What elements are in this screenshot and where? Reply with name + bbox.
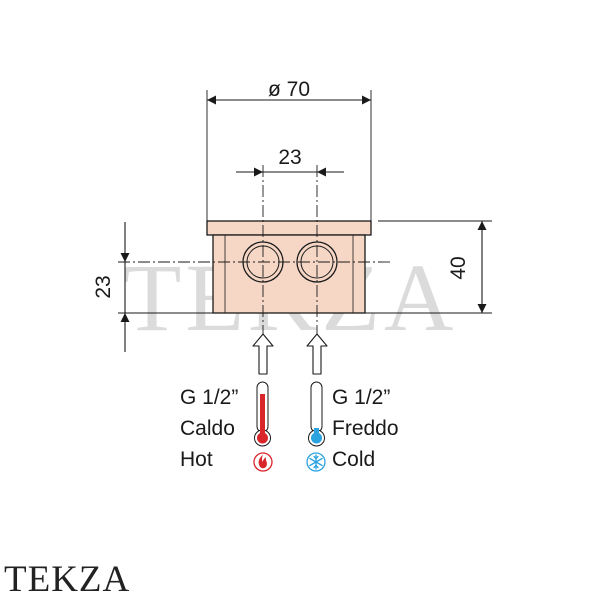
hot-size-label: G 1/2” <box>180 386 238 409</box>
center-lines <box>118 165 390 340</box>
dimension-offset: 23 <box>92 222 130 352</box>
hot-inlet-arrow <box>252 333 274 375</box>
cold-inlet-arrow <box>306 333 328 375</box>
cold-label-en: Cold <box>332 448 375 471</box>
flame-icon <box>253 452 273 472</box>
extension-lines <box>118 90 492 314</box>
hot-label-it: Caldo <box>180 417 235 440</box>
cold-label-it: Freddo <box>332 417 399 440</box>
cold-labels: G 1/2” Freddo Cold <box>332 386 399 471</box>
dimension-diameter-label: ø 70 <box>268 78 310 101</box>
hot-thermometer-icon <box>254 381 271 447</box>
dimension-height-label: 40 <box>447 256 470 279</box>
snowflake-icon <box>306 452 326 472</box>
cold-thermometer-icon <box>308 381 325 447</box>
hot-label-en: Hot <box>180 448 213 471</box>
hot-labels: G 1/2” Caldo Hot <box>180 386 238 471</box>
brand-logo-text: TEKZA <box>4 559 131 600</box>
dimension-height: 40 <box>447 221 487 313</box>
box-lid <box>206 220 372 236</box>
box-body <box>212 234 366 314</box>
dimension-spacing: 23 <box>236 146 344 177</box>
junction-box <box>206 220 372 314</box>
dimension-diameter: ø 70 <box>207 78 371 105</box>
dimension-offset-label: 23 <box>92 275 115 298</box>
cold-size-label: G 1/2” <box>332 386 390 409</box>
dimension-spacing-label: 23 <box>278 146 301 169</box>
